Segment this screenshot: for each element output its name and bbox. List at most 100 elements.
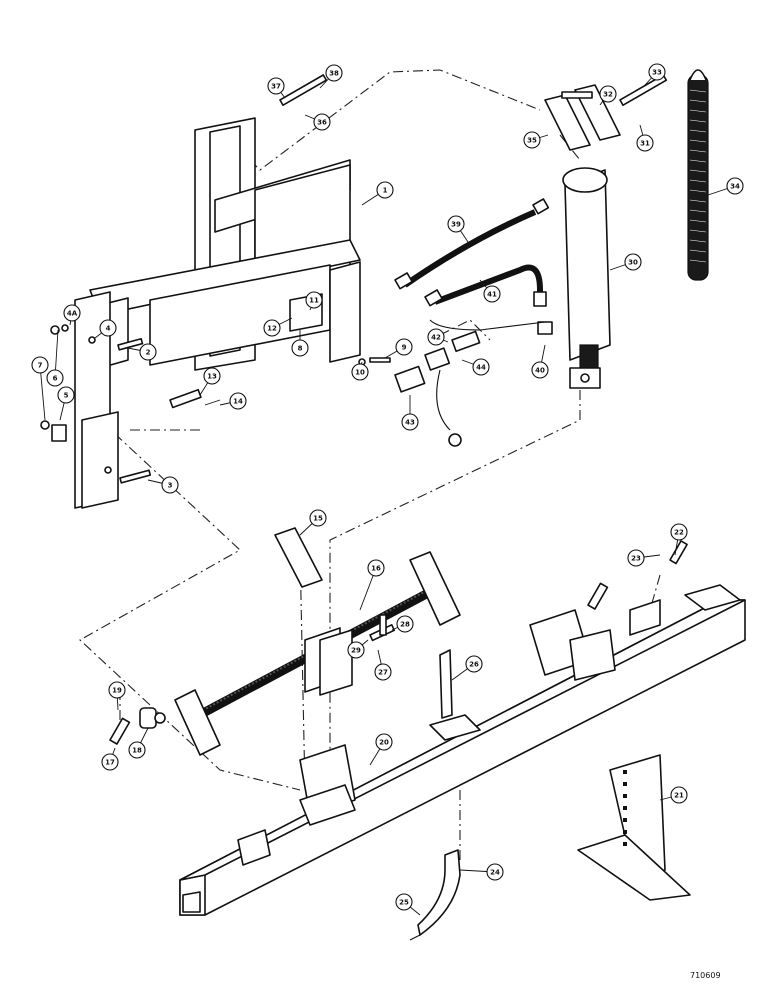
callout-circle <box>396 615 414 633</box>
callout-circle <box>465 655 483 673</box>
callout-25: 25 <box>395 893 421 916</box>
top-link-bracket <box>544 74 668 151</box>
callout-label: 11 <box>309 297 319 305</box>
callout-label: 10 <box>355 369 365 377</box>
callout-31: 31 <box>636 124 654 152</box>
callout-circle <box>99 319 117 337</box>
callout-6: 6 <box>46 329 64 387</box>
callout-30: 30 <box>609 253 642 271</box>
callout-circle <box>305 291 323 309</box>
callout-leader <box>39 364 46 421</box>
callout-11: 11 <box>305 291 323 311</box>
top-hitch-pin-left <box>279 74 328 106</box>
callout-34: 34 <box>707 177 744 196</box>
callout-19: 19 <box>108 681 126 711</box>
callout-17: 17 <box>101 747 119 771</box>
hydraulic-hoses <box>394 198 550 331</box>
callout-label: 6 <box>53 375 58 383</box>
callout-label: 26 <box>469 661 479 669</box>
callout-label: 27 <box>378 669 388 677</box>
callout-circle <box>263 319 281 337</box>
callout-15: 15 <box>299 509 327 536</box>
callout-label: 23 <box>631 555 641 563</box>
callout-35: 35 <box>523 131 549 149</box>
callout-label: 9 <box>402 344 407 352</box>
callout-18: 18 <box>128 727 149 759</box>
callout-circle <box>599 85 617 103</box>
callout-label: 22 <box>674 529 684 537</box>
callout-1: 1 <box>361 181 394 206</box>
callout-circle <box>161 476 179 494</box>
callout-circle <box>648 63 666 81</box>
callout-circle <box>523 131 541 149</box>
callout-circle <box>203 367 221 385</box>
callout-44: 44 <box>461 358 490 376</box>
callout-label: 31 <box>640 140 650 148</box>
callout-16: 16 <box>359 559 385 611</box>
bracket-15 <box>274 527 323 588</box>
callout-circle <box>670 786 688 804</box>
callout-circle <box>472 358 490 376</box>
callout-2: 2 <box>127 343 157 361</box>
callout-label: 28 <box>400 621 410 629</box>
callout-circle <box>347 641 365 659</box>
callout-circle <box>46 369 64 387</box>
callout-3: 3 <box>147 476 179 494</box>
callout-label: 39 <box>451 221 461 229</box>
callout-38: 38 <box>319 64 343 89</box>
frame-hardware <box>40 324 391 484</box>
callout-label: 35 <box>527 137 537 145</box>
spring <box>687 69 709 281</box>
callout-4: 4 <box>94 319 117 339</box>
callout-label: 36 <box>317 119 327 127</box>
callout-label: 14 <box>233 398 243 406</box>
callout-39: 39 <box>447 215 471 246</box>
figure-number: 710609 <box>690 971 721 980</box>
callout-circle <box>624 253 642 271</box>
callout-label: 18 <box>132 747 142 755</box>
callout-circle <box>636 134 654 152</box>
callout-circle <box>367 559 385 577</box>
callout-label: 8 <box>298 345 303 353</box>
callout-circle <box>57 386 75 404</box>
callout-circle <box>375 733 393 751</box>
callout-circle <box>267 77 285 95</box>
callout-23: 23 <box>627 549 661 567</box>
hydraulic-cylinder <box>537 167 611 389</box>
callout-circle <box>351 363 369 381</box>
callout-4a: 4A <box>63 304 81 326</box>
callout-label: 30 <box>628 259 638 267</box>
callout-label: 33 <box>652 69 662 77</box>
callout-label: 1 <box>383 187 388 195</box>
callout-label: 44 <box>476 364 486 372</box>
callout-label: 32 <box>603 91 613 99</box>
callout-circle <box>401 413 419 431</box>
callout-12: 12 <box>263 317 293 337</box>
callout-label: 19 <box>112 687 122 695</box>
callout-circle <box>627 549 645 567</box>
callout-label: 13 <box>207 373 217 381</box>
callout-7: 7 <box>31 356 49 421</box>
callout-circle <box>374 663 392 681</box>
callout-36: 36 <box>304 113 331 131</box>
callout-circle <box>427 328 445 346</box>
callout-circle <box>483 285 501 303</box>
assembly-guide-lines <box>79 69 661 860</box>
callout-circle <box>108 681 126 699</box>
callout-label: 15 <box>313 515 323 523</box>
callout-43: 43 <box>401 395 419 431</box>
shank-21 <box>577 754 691 901</box>
rod-26 <box>439 649 453 719</box>
callout-circle <box>139 343 157 361</box>
callout-29: 29 <box>347 639 369 659</box>
callout-20: 20 <box>369 733 393 766</box>
callout-26: 26 <box>451 655 483 681</box>
callout-41: 41 <box>479 279 501 303</box>
callout-9: 9 <box>384 338 413 359</box>
callout-21: 21 <box>659 786 688 804</box>
callout-circle <box>291 339 309 357</box>
callout-28: 28 <box>391 615 414 633</box>
callout-22: 22 <box>670 523 688 556</box>
